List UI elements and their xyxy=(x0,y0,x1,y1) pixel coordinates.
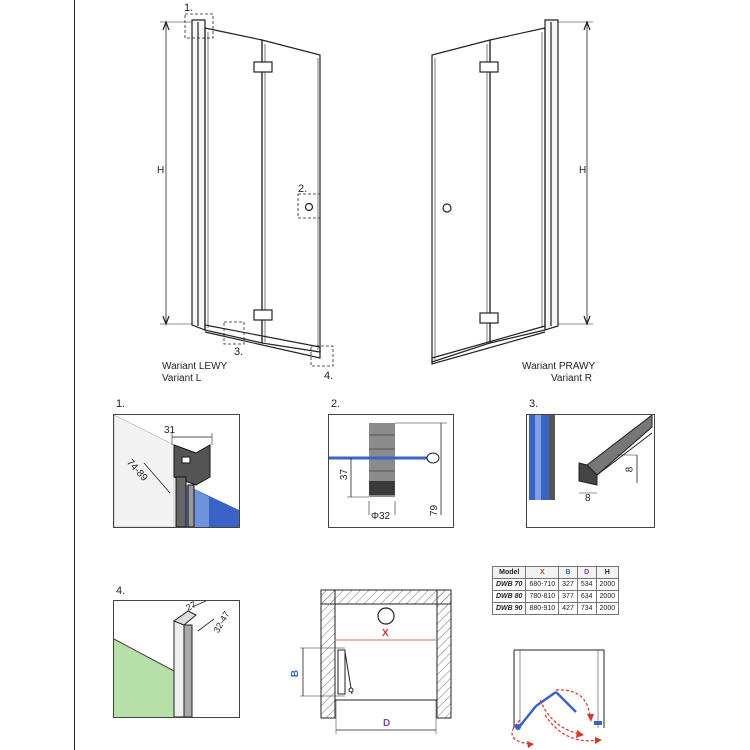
table-cell: 2000 xyxy=(595,602,620,615)
detail-2-drawing xyxy=(329,422,447,515)
detail-1-width-dim: 31 xyxy=(164,425,176,436)
callout-3-label: 3. xyxy=(234,346,244,358)
page-divider-line xyxy=(74,0,75,750)
left-variant-door xyxy=(160,13,334,367)
callout-2-label: 2. xyxy=(298,183,308,195)
callout-4-label: 4. xyxy=(324,370,334,382)
table-cell: 880-910 xyxy=(525,602,560,615)
table-header-h: H xyxy=(595,566,620,579)
detail-4-number: 4. xyxy=(116,585,126,597)
right-variant-subtitle: Variant R xyxy=(551,373,592,384)
left-variant-subtitle: Variant L xyxy=(162,373,202,384)
detail-4-drawing xyxy=(114,601,215,717)
table-row: DWB 90 880-910 427 734 2000 xyxy=(491,602,620,615)
detail-3-drawing xyxy=(529,415,653,500)
detail-3-box: 8 8 xyxy=(526,414,655,528)
detail-3-number: 3. xyxy=(529,398,539,410)
right-height-label: H xyxy=(579,165,587,176)
table-row: DWB 70 680-710 327 534 2000 xyxy=(491,578,620,591)
detail-2-box: 37 79 Φ32 xyxy=(328,414,454,528)
table-cell: DWB 90 xyxy=(491,602,527,615)
right-variant-door xyxy=(431,19,593,365)
left-variant-title: Wariant LEWY xyxy=(162,361,228,372)
detail-4-box: 27 32-47 xyxy=(113,600,240,718)
detail-1-drawing xyxy=(114,415,239,527)
left-height-label: H xyxy=(157,165,165,176)
table-header-d: D xyxy=(576,566,597,579)
dimensions-table: Model X B D H DWB 70 680-710 327 534 200… xyxy=(491,566,620,615)
table-header-row: Model X B D H xyxy=(491,566,620,579)
callout-1-label: 1. xyxy=(184,2,194,14)
detail-1-number: 1. xyxy=(116,398,126,410)
table-cell: 734 xyxy=(576,602,597,615)
table-header-model: Model xyxy=(491,566,527,579)
detail-3-width-dim: 8 xyxy=(585,493,591,504)
plan-d-label: D xyxy=(383,718,391,729)
detail-2-number: 2. xyxy=(331,398,341,410)
plan-x-label: X xyxy=(382,628,389,639)
right-variant-title: Wariant PRAWY xyxy=(522,361,596,372)
detail-2-diameter-dim: Φ32 xyxy=(371,511,391,522)
detail-1-box: 31 74-89 xyxy=(113,414,240,528)
